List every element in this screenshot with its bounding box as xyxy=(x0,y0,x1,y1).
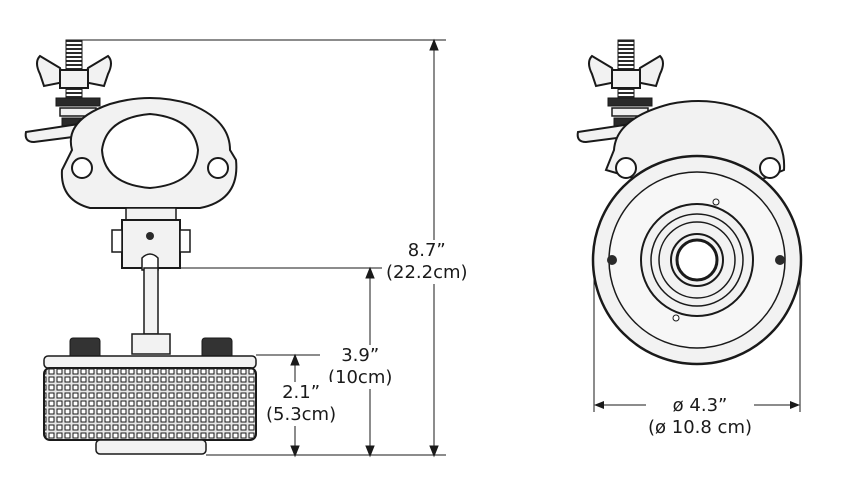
body-height-imperial: 2.1” xyxy=(282,382,321,403)
washer xyxy=(55,97,101,107)
wing-nut xyxy=(36,54,112,89)
stem-height-label: 3.9” (10cm) xyxy=(326,345,395,389)
stem-height-metric: (10cm) xyxy=(328,367,393,388)
clamp-body xyxy=(60,97,238,209)
clamp-hole-right xyxy=(207,157,229,179)
stem-collar xyxy=(131,333,171,355)
swivel-slot xyxy=(141,253,159,271)
total-height-imperial: 8.7” xyxy=(407,240,446,261)
diameter-metric: (ø 10.8 cm) xyxy=(648,417,753,438)
lens xyxy=(675,238,719,282)
swivel-collar xyxy=(125,207,177,221)
fixture-top-plate xyxy=(43,355,257,369)
dimension-lines xyxy=(82,38,446,458)
side-view xyxy=(24,39,257,455)
fixture-bottom-lens xyxy=(95,439,207,455)
face-hole-bottom xyxy=(672,314,680,322)
clamp-body-2 xyxy=(604,100,786,181)
total-height-metric: (22.2cm) xyxy=(386,262,468,283)
total-height-label: 8.7” (22.2cm) xyxy=(384,240,470,284)
diameter-label: ø 4.3” (ø 10.8 cm) xyxy=(646,395,755,439)
face-screw-left xyxy=(607,255,617,265)
face-screw-right xyxy=(775,255,785,265)
wing-nut-2 xyxy=(588,54,664,89)
face-hole-top xyxy=(712,198,720,206)
body-height-metric: (5.3cm) xyxy=(266,404,337,425)
swivel-screw xyxy=(146,232,154,240)
swivel-bolt-right xyxy=(179,229,191,253)
stem-height-imperial: 3.9” xyxy=(341,345,380,366)
bottom-view xyxy=(576,39,803,412)
swivel-bolt-left xyxy=(111,229,123,253)
clamp-hole-left xyxy=(71,157,93,179)
diameter-imperial: ø 4.3” xyxy=(672,395,728,416)
body-height-label: 2.1” (5.3cm) xyxy=(264,382,339,426)
stem xyxy=(143,267,159,335)
fixture-body xyxy=(43,367,257,441)
